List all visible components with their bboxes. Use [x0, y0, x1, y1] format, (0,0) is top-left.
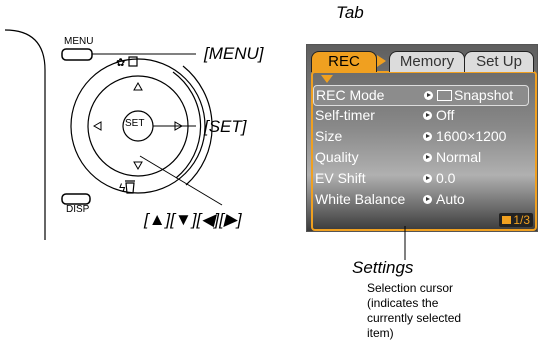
menu-button-shape [61, 48, 93, 61]
caption-line-1: Selection cursor [367, 281, 454, 295]
bullet-arrow-icon [423, 195, 432, 204]
lcd-screen: REC Memory Set Up REC Mode Snapshot Self… [306, 44, 538, 232]
camera-body-outline [4, 29, 46, 240]
zoom-arc [172, 71, 202, 179]
caption-line-2: (indicates the [367, 296, 439, 310]
arrows-pointer-line [139, 155, 223, 206]
bullet-arrow-icon [423, 132, 432, 141]
disp-button-label: DISP [66, 204, 90, 215]
menu-row-rec-mode[interactable]: REC Mode Snapshot [313, 85, 529, 106]
page-icon [502, 216, 512, 224]
menu-row-quality[interactable]: Quality Normal [315, 148, 531, 167]
bullet-arrow-icon [423, 174, 432, 183]
tab-callout: Tab [336, 3, 364, 22]
menu-row-value: Off [436, 107, 455, 123]
settings-pointer [404, 226, 406, 260]
menu-row-size[interactable]: Size 1600×1200 [315, 127, 531, 146]
menu-row-value: Auto [436, 191, 465, 207]
tab-memory[interactable]: Memory [389, 51, 465, 72]
menu-button-label: MENU [64, 36, 94, 47]
menu-row-label: EV Shift [315, 170, 366, 186]
menu-row-value: Normal [436, 149, 482, 165]
disp-button-shape [61, 193, 91, 205]
left-arrow-icon [92, 121, 102, 131]
set-callout: [SET] [204, 117, 247, 136]
menu-row-value: Snapshot [437, 86, 513, 105]
tab-setup[interactable]: Set Up [464, 51, 534, 72]
menu-row-label: Self-timer [315, 107, 375, 123]
snapshot-icon [437, 90, 452, 101]
menu-row-label: White Balance [315, 191, 406, 207]
menu-row-white-balance[interactable]: White Balance Auto [315, 190, 531, 209]
arrows-callout: [▲][▼][◀][▶] [144, 210, 242, 229]
menu-row-value: 1600×1200 [436, 128, 507, 144]
menu-row-label: REC Mode [316, 87, 385, 103]
menu-row-value: 0.0 [436, 170, 456, 186]
up-arrow-icon [133, 81, 143, 91]
bullet-arrow-icon [423, 153, 432, 162]
menu-row-label: Quality [315, 149, 359, 165]
page-indicator: 1/3 [499, 213, 533, 227]
settings-callout: Settings [352, 258, 414, 277]
tab-cursor-icon [321, 75, 333, 83]
caption-line-3: currently selected [367, 311, 462, 325]
zoom-arc-outer [182, 65, 213, 186]
set-button-label: SET [125, 118, 145, 129]
control-ring-outer [70, 58, 206, 194]
caption-line-4: item) [367, 326, 394, 340]
menu-callout: [MENU] [204, 44, 264, 63]
down-arrow-icon [133, 161, 143, 171]
menu-row-ev-shift[interactable]: EV Shift 0.0 [315, 169, 531, 188]
tab-rec[interactable]: REC [311, 51, 377, 72]
trash-icon [125, 180, 135, 194]
macro-icon: ✿ [116, 57, 125, 69]
flash-icon: ϟ [119, 181, 126, 195]
lcd-background-photo [307, 45, 537, 231]
camera-diagram: ✿ ϟ [4, 29, 223, 240]
menu-panel [311, 71, 537, 231]
tab-next-arrow-icon [377, 55, 386, 67]
menu-row-label: Size [315, 128, 343, 144]
bullet-arrow-icon [423, 111, 432, 120]
playback-icon [128, 56, 138, 67]
menu-row-self-timer[interactable]: Self-timer Off [315, 106, 531, 125]
bullet-arrow-icon [424, 91, 433, 100]
